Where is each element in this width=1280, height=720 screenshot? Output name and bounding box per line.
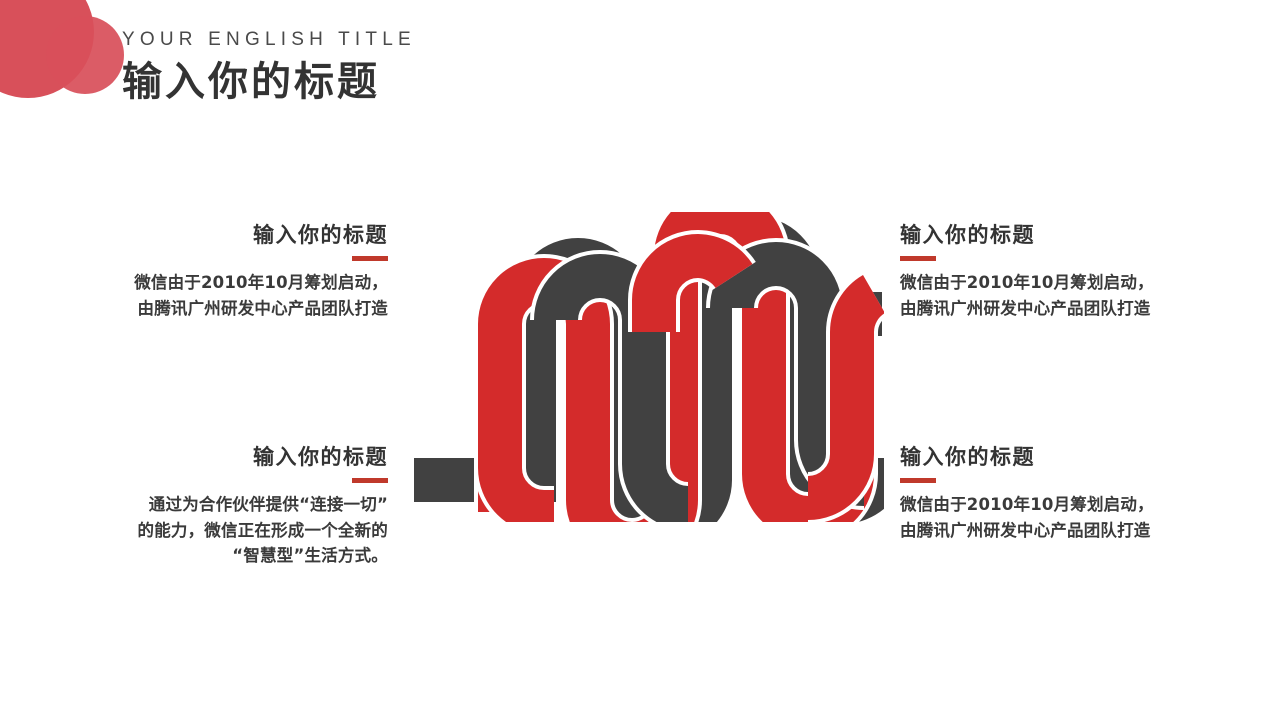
english-title: YOUR ENGLISH TITLE (122, 29, 416, 50)
content-block-top-left: 输入你的标题 微信由于2010年10月筹划启动， 由腾讯广州研发中心产品团队打造 (78, 222, 388, 321)
block-title: 输入你的标题 (253, 223, 388, 247)
title-underline-accent (900, 478, 936, 484)
slide-header: YOUR ENGLISH TITLE 输入你的标题 (122, 28, 642, 107)
block-body-line: 由腾讯广州研发中心产品团队打造 (900, 520, 1151, 540)
block-body: 通过为合作伙伴提供“连接一切” 的能力，微信正在形成一个全新的 “智慧型”生活方… (78, 492, 388, 569)
title-underline-accent (352, 256, 388, 262)
block-body-line: 由腾讯广州研发中心产品团队打造 (137, 298, 388, 318)
title-underline-accent (352, 478, 388, 484)
block-body-line: 微信由于2010年10月筹划启动， (134, 273, 388, 293)
block-body: 微信由于2010年10月筹划启动， 由腾讯广州研发中心产品团队打造 (78, 270, 388, 321)
block-body-line: 微信由于2010年10月筹划启动， (900, 495, 1154, 515)
ribbon-svg: .rbn { fill:none; stroke-linecap:butt; s… (414, 212, 884, 522)
block-body-line: “智慧型”生活方式。 (232, 546, 388, 566)
small-red-circle (46, 16, 124, 94)
block-body-line: 的能力，微信正在形成一个全新的 (137, 520, 388, 540)
content-block-bottom-left: 输入你的标题 通过为合作伙伴提供“连接一切” 的能力，微信正在形成一个全新的 “… (78, 444, 388, 569)
page-title: 输入你的标题 (122, 58, 380, 105)
interwoven-ribbon-graphic: .rbn { fill:none; stroke-linecap:butt; s… (404, 212, 884, 522)
decorative-circles (0, 0, 142, 116)
block-title: 输入你的标题 (253, 445, 388, 469)
block-body-line: 微信由于2010年10月筹划启动， (900, 273, 1154, 293)
block-body-line: 由腾讯广州研发中心产品团队打造 (900, 298, 1151, 318)
block-body: 微信由于2010年10月筹划启动， 由腾讯广州研发中心产品团队打造 (900, 270, 1210, 321)
block-title: 输入你的标题 (900, 223, 1035, 247)
block-title: 输入你的标题 (900, 445, 1035, 469)
content-block-top-right: 输入你的标题 微信由于2010年10月筹划启动， 由腾讯广州研发中心产品团队打造 (900, 222, 1210, 321)
title-underline-accent (900, 256, 936, 262)
block-body-line: 通过为合作伙伴提供“连接一切” (148, 495, 388, 515)
block-body: 微信由于2010年10月筹划启动， 由腾讯广州研发中心产品团队打造 (900, 492, 1210, 543)
ribbon-red-front (474, 229, 884, 522)
content-block-bottom-right: 输入你的标题 微信由于2010年10月筹划启动， 由腾讯广州研发中心产品团队打造 (900, 444, 1210, 543)
